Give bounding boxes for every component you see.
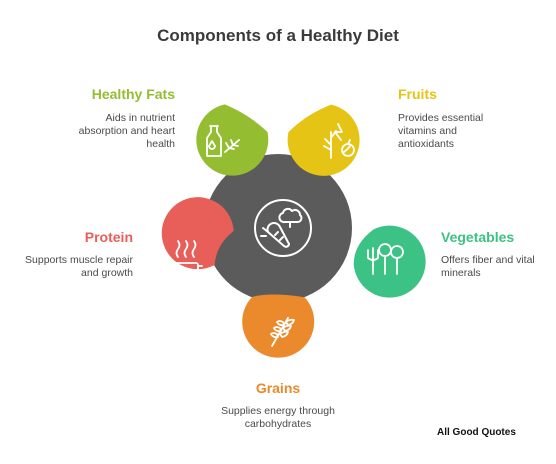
- fruits-description: Provides essential vitamins and antioxid…: [398, 112, 484, 150]
- healthy-fats-heading: Healthy Fats: [91, 86, 175, 102]
- protein-description: Supports muscle repair and growth: [25, 254, 133, 279]
- wheat-icon: [270, 317, 295, 347]
- oil-bottle-icon: [206, 125, 240, 157]
- vegetables-heading: Vegetables: [441, 229, 515, 245]
- protein-drop: [161, 197, 234, 270]
- grains-drop: [242, 294, 315, 358]
- grains-description: Supplies energy through carbohydrates: [221, 405, 335, 430]
- grains-heading: Grains: [255, 380, 301, 396]
- hub-icon: [254, 199, 312, 257]
- hub-circle: [204, 154, 352, 302]
- fruits-heading: Fruits: [398, 86, 437, 102]
- hot-dish-icon: [169, 240, 203, 278]
- protein-heading: Protein: [84, 229, 133, 245]
- healthy-fats-drop: [196, 104, 269, 176]
- vegetables-description: Offers fiber and vital minerals: [441, 254, 535, 279]
- vegetables-icon: [367, 243, 404, 275]
- fruits-drop: [287, 104, 360, 176]
- fruit-plant-icon: [323, 123, 355, 159]
- healthy-fats-description: Aids in nutrient absorption and heart he…: [78, 112, 175, 150]
- page-title: Components of a Healthy Diet: [157, 26, 399, 45]
- vegetables-drop: [353, 225, 426, 298]
- watermark: All Good Quotes: [437, 427, 516, 438]
